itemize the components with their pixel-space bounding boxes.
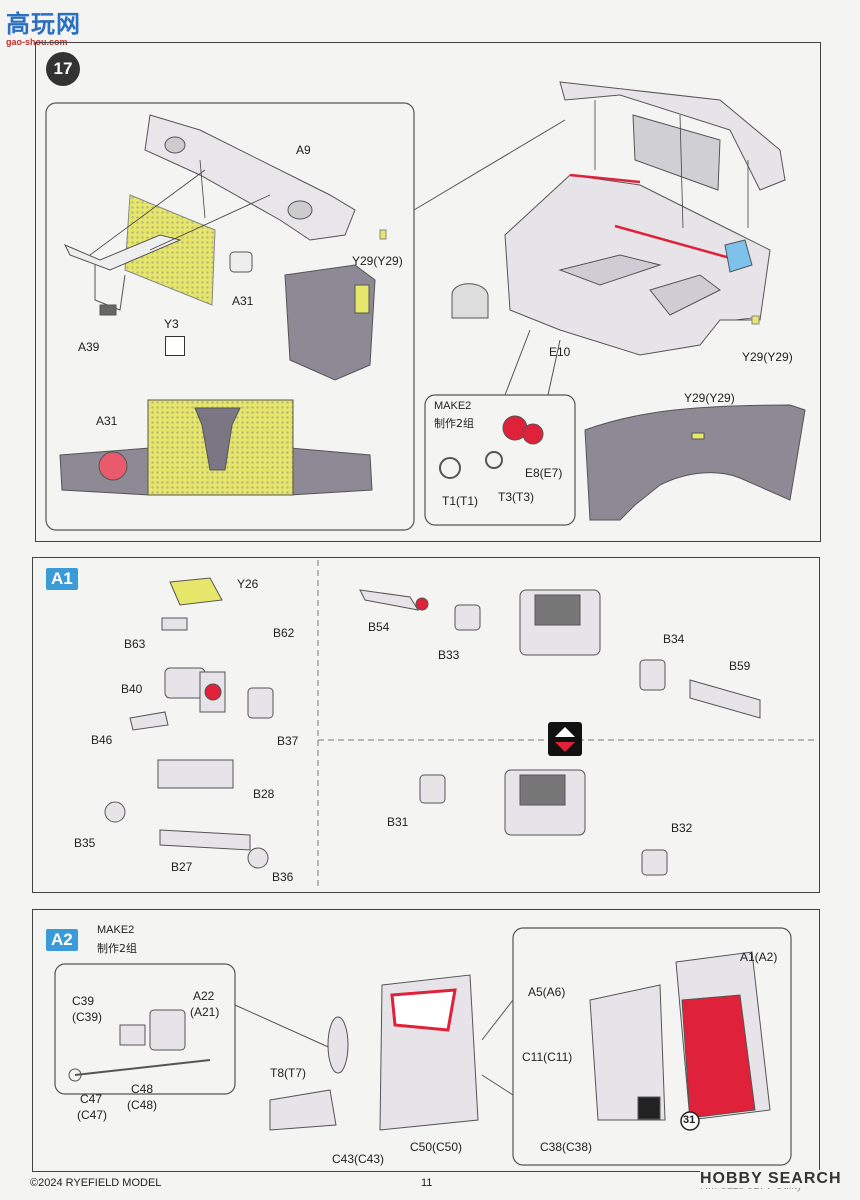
a2-latch [68,1009,211,1082]
label-y29-right: Y29(Y29) [742,350,793,364]
label-a39: A39 [78,340,100,354]
label-b62: B62 [273,626,295,640]
swap-icon [548,722,582,756]
label-y3: Y3 [164,317,179,331]
bumper-beam-exploded [144,114,356,241]
a2-make2-en: MAKE2 [97,924,135,936]
label-a1: A1(A2) [740,950,778,964]
footer-page-number: 11 [421,1177,433,1189]
step-a2-panel [32,909,820,1172]
label-e10: E10 [549,345,571,359]
assembled-bumper [59,399,373,496]
step-a2-tag: A2 [46,929,78,951]
label-b54: B54 [368,620,390,634]
label-b27: B27 [171,860,193,874]
make2-cn: 制作2组 [434,417,474,430]
mesh-y3 [124,194,216,306]
a2-door-detail [589,951,771,1121]
step-a1-panel [32,557,820,893]
label-c48b: (C48) [127,1098,158,1112]
label-b63: B63 [124,637,146,651]
label-a21: (A21) [190,1005,220,1019]
label-b34: B34 [663,632,685,646]
make2-en: MAKE2 [434,400,472,412]
label-b46: B46 [91,733,113,747]
label-b40: B40 [121,682,143,696]
a2-door-inner [269,974,479,1131]
fender [584,404,806,521]
a2-make2-cn: 制作2组 [97,942,137,955]
ref-step-number: 31 [683,1114,696,1126]
label-b31: B31 [387,815,409,829]
label-t1: T1(T1) [442,494,478,508]
hobby-search-text: HOBBY SEARCH [700,1170,842,1187]
label-y29-fender: Y29(Y29) [684,391,735,405]
label-c47b: (C47) [77,1108,108,1122]
label-c43: C43(C43) [332,1152,385,1166]
label-y26: Y26 [237,577,259,591]
label-b37: B37 [277,734,299,748]
label-b32: B32 [671,821,693,835]
footer-copyright: ©2024 RYEFIELD MODEL [30,1177,162,1189]
label-t8: T8(T7) [270,1066,306,1080]
part-a31-small [229,251,253,273]
logo-text: 高玩网 [6,10,81,38]
label-a5: A5(A6) [528,985,566,999]
label-b59: B59 [729,659,751,673]
label-a9: A9 [296,143,311,157]
label-c48: C48 [131,1082,154,1096]
label-a31-top: A31 [232,294,254,308]
winch-block [284,264,376,381]
label-c39b: (C39) [72,1010,103,1024]
label-y29-top: Y29(Y29) [352,254,403,268]
truck-bed [451,81,786,356]
step-17-panel [35,42,821,542]
label-b28: B28 [253,787,275,801]
label-e8: E8(E7) [525,466,563,480]
label-b35: B35 [74,836,96,850]
bracket-a39 [63,234,182,316]
label-c38: C38(C38) [540,1140,593,1154]
label-b36: B36 [272,870,294,884]
step-a1-tag: A1 [46,568,78,590]
label-t3: T3(T3) [498,490,534,504]
a1-winch-left [104,577,274,869]
step-number-badge: 17 [46,52,80,86]
label-c47: C47 [80,1092,103,1106]
label-c11: C11(C11) [522,1050,573,1064]
label-c50: C50(C50) [410,1140,463,1154]
step-number: 17 [53,59,73,78]
a1-engine-bottom [419,769,668,876]
a1-engine-top [359,589,761,719]
hobby-search-logo: HOBBY SEARCH [700,1170,842,1188]
label-a31-bottom: A31 [96,414,118,428]
bend-icon [165,336,185,356]
label-b33: B33 [438,648,460,662]
label-a22: A22 [193,989,215,1003]
e8-part [502,415,544,445]
label-c39: C39 [72,994,95,1008]
